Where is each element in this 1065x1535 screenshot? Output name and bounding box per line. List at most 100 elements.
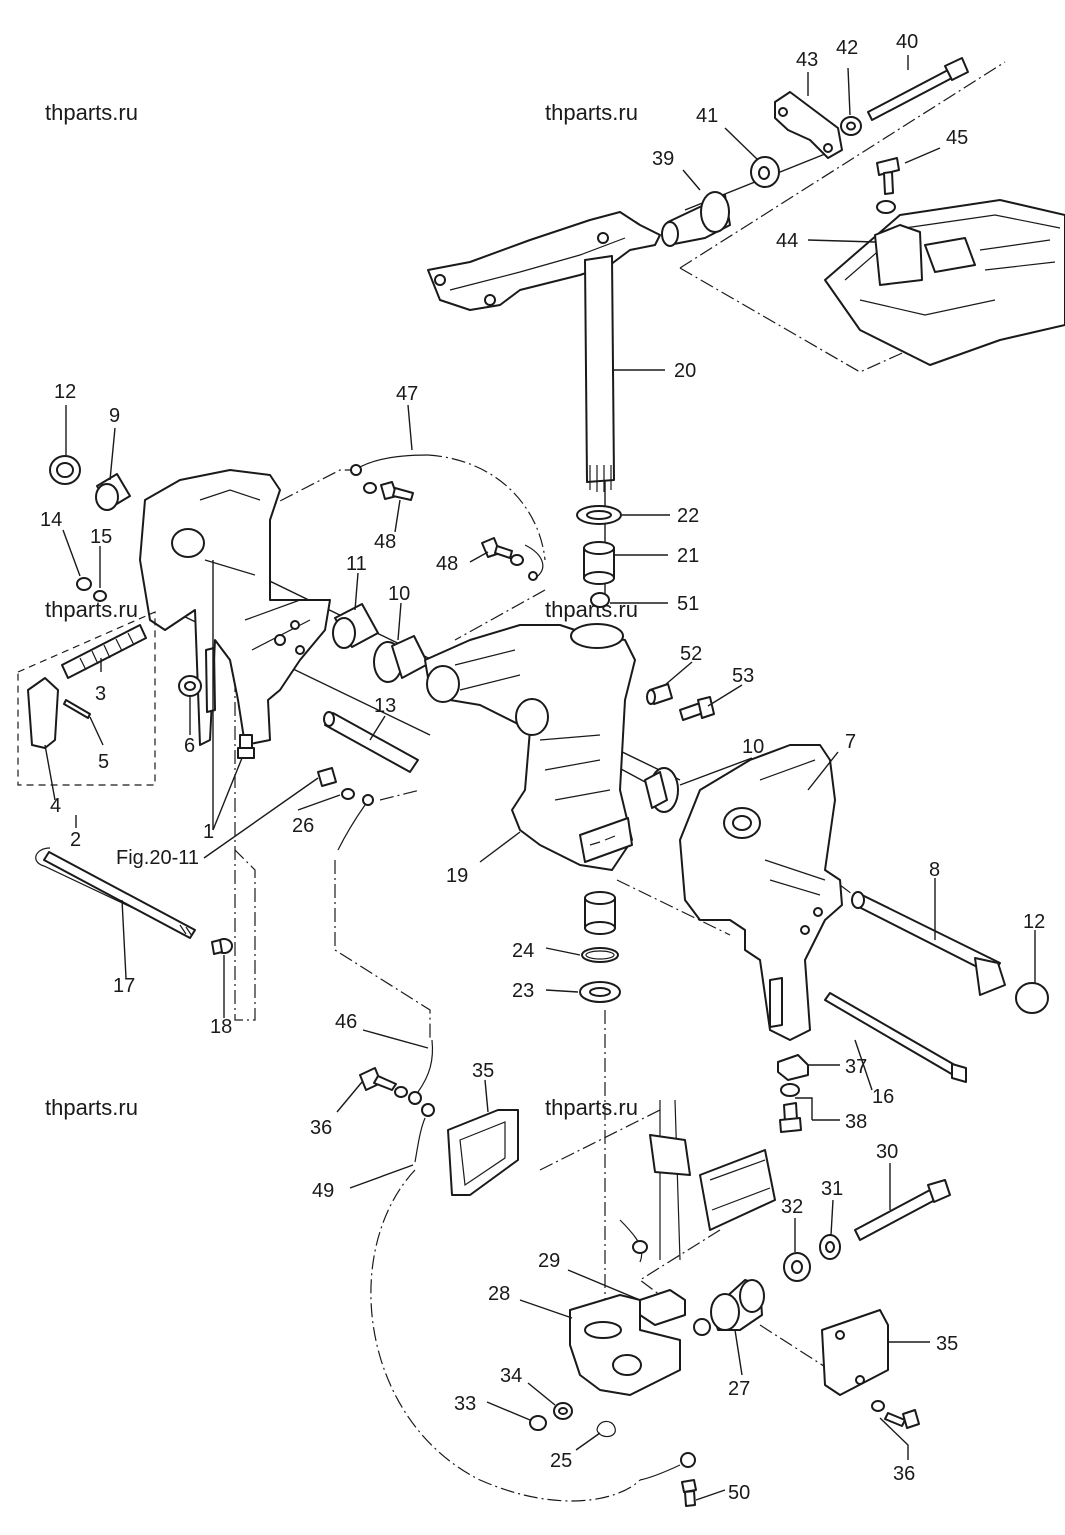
callout-45: 45 [946,127,968,149]
leader-fig [203,777,319,859]
callout-48-upper: 48 [374,531,396,553]
leader-31 [830,1199,834,1236]
part-47-ground-strap [350,454,429,476]
phantom-top-axis [679,61,1006,269]
callout-28: 28 [488,1283,510,1305]
leader-39 [682,169,701,191]
callout-32: 32 [781,1196,803,1218]
part-31-washer [819,1234,841,1260]
part-45-bolt [876,157,900,214]
callout-34: 34 [500,1365,522,1387]
callout-36-lower: 36 [893,1463,915,1485]
part-43-link-bracket [774,91,843,159]
phantom-wire-46 [334,860,431,1040]
leader-11 [354,572,359,611]
callout-11: 11 [346,553,367,575]
part-48-bolt-upper [363,481,414,501]
callout-40: 40 [896,31,918,53]
watermark-mid-left: thparts.ru [45,597,138,622]
part-3-spring [61,624,147,679]
part-9-bushing [95,473,131,511]
watermark-bottom-left: thparts.ru [45,1095,138,1120]
part-22-washer [576,505,622,525]
part-15-washer [93,590,107,602]
callout-49: 49 [312,1180,334,1202]
callout-48-lower: 48 [436,553,458,575]
part-2-tilt-lock-group [17,611,156,786]
leader-46 [362,1029,429,1049]
leader-26 [297,794,341,811]
leader-19 [479,831,521,863]
callout-47: 47 [396,383,418,405]
part-21-bushing [583,541,615,585]
callout-29: 29 [538,1250,560,1272]
callout-14: 14 [40,509,62,531]
part-19-swivel-bracket [424,623,636,871]
leader-36b [879,1417,909,1460]
callout-17: 17 [113,975,135,997]
leader-5 [89,716,104,746]
watermark-top-left: thparts.ru [45,100,138,125]
phantom-swivel-top [454,589,546,641]
callout-12-right: 12 [1023,911,1045,933]
part-10-flange-bushing-right [644,767,679,813]
part-36-bolt-lower [871,1400,920,1429]
part-39-mount [661,191,731,247]
part-30-bolt [854,1179,951,1241]
leader-52 [664,661,693,686]
leader-44 [807,239,876,243]
leader-45 [904,147,941,164]
leader-7 [807,751,839,791]
leader-14 [62,529,81,577]
part-16-long-bolt [824,992,967,1083]
part-49-ground-wire [414,1103,435,1163]
callout-44: 44 [776,230,798,252]
part-35-pad-upper [447,1109,519,1196]
callout-6: 6 [184,735,195,757]
callout-46: 46 [335,1011,357,1033]
reference-fig: Fig.20-11 [116,847,199,869]
leader-34 [527,1382,556,1406]
part-13-shaft [323,711,419,773]
leader-28 [519,1299,573,1319]
callout-35-lower: 35 [936,1333,958,1355]
part-46-ground-wire [408,1039,434,1105]
leader-9 [109,427,116,481]
leader-1b [212,757,243,831]
callout-53: 53 [732,665,754,687]
callout-50: 50 [728,1482,750,1504]
part-26-nipple [317,767,374,851]
callout-22: 22 [677,505,699,527]
part-37-nut [777,1054,809,1081]
leader-35a [484,1079,489,1113]
phantom-lead-47 [427,454,546,561]
part-41-bushing [750,156,780,188]
leader-42 [847,67,851,116]
callout-52: 52 [680,643,702,665]
phantom-26 [379,789,421,801]
callout-15: 15 [90,526,112,548]
callout-7: 7 [845,731,856,753]
part-10-flange-bushing-left [373,635,429,683]
callout-1: 1 [203,821,214,843]
part-bolt-clamp [237,734,255,759]
callout-19: 19 [446,865,468,887]
group-2-outline [17,611,156,786]
callout-18: 18 [210,1016,232,1038]
callout-12-top: 12 [54,381,76,403]
callout-38: 38 [845,1111,867,1133]
part-25-clip [596,1420,616,1438]
leader-4 [44,744,56,801]
phantom-pad-35b [759,1324,831,1371]
callout-24: 24 [512,940,534,962]
callout-10-left: 10 [388,583,410,605]
leader-lines [44,55,1036,1501]
leader-38 [795,1097,813,1120]
part-51-seal [590,592,610,608]
leader-49 [349,1164,414,1189]
part-23-washer [579,981,621,1003]
phantom-fig-ref [234,630,256,1021]
leader-50 [695,1489,726,1501]
part-38-bolt [779,1083,802,1133]
